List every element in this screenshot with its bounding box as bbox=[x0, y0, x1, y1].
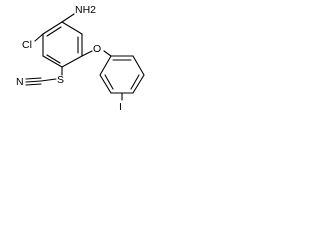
triple-bond-line-1 bbox=[25, 77, 42, 80]
sulfur-label: S bbox=[57, 74, 64, 86]
iodine-label: I bbox=[119, 101, 122, 113]
iodophenyl-ring bbox=[99, 55, 145, 94]
bond-sulfur-to-carbon bbox=[40, 78, 57, 82]
ring-b-bond-5 bbox=[99, 74, 112, 94]
ring-b-double-bond-2 bbox=[130, 74, 140, 90]
ring-b-bond-2 bbox=[132, 55, 145, 76]
triple-bond-line-2 bbox=[25, 80, 42, 83]
ring-b-bond-6 bbox=[99, 55, 112, 76]
ring-a-bond-6 bbox=[42, 21, 63, 35]
chlorine-label: Cl bbox=[22, 39, 32, 51]
bond-ring-to-amine bbox=[61, 13, 75, 23]
central-benzene-ring bbox=[42, 21, 83, 68]
oxygen-label: O bbox=[93, 43, 101, 55]
ring-a-bond-3 bbox=[61, 55, 83, 68]
ring-a-bond-4 bbox=[42, 55, 63, 68]
bond-ring-to-oxygen bbox=[81, 50, 93, 57]
ring-b-bond-3 bbox=[132, 74, 145, 94]
ring-a-bond-1 bbox=[61, 21, 83, 35]
amine-label: NH2 bbox=[75, 4, 96, 16]
ring-a-double-bond-2 bbox=[46, 54, 61, 64]
nitrogen-label: N bbox=[16, 76, 24, 88]
triple-bond-line-3 bbox=[25, 83, 42, 86]
structure-diagram: NH2 Cl S N O I bbox=[16, 4, 145, 113]
ring-a-double-bond-3 bbox=[46, 26, 62, 37]
bond-oxygen-to-phenyl bbox=[103, 50, 112, 57]
bond-ring-to-chlorine bbox=[34, 33, 44, 42]
ring-b-double-bond-3 bbox=[104, 74, 114, 90]
